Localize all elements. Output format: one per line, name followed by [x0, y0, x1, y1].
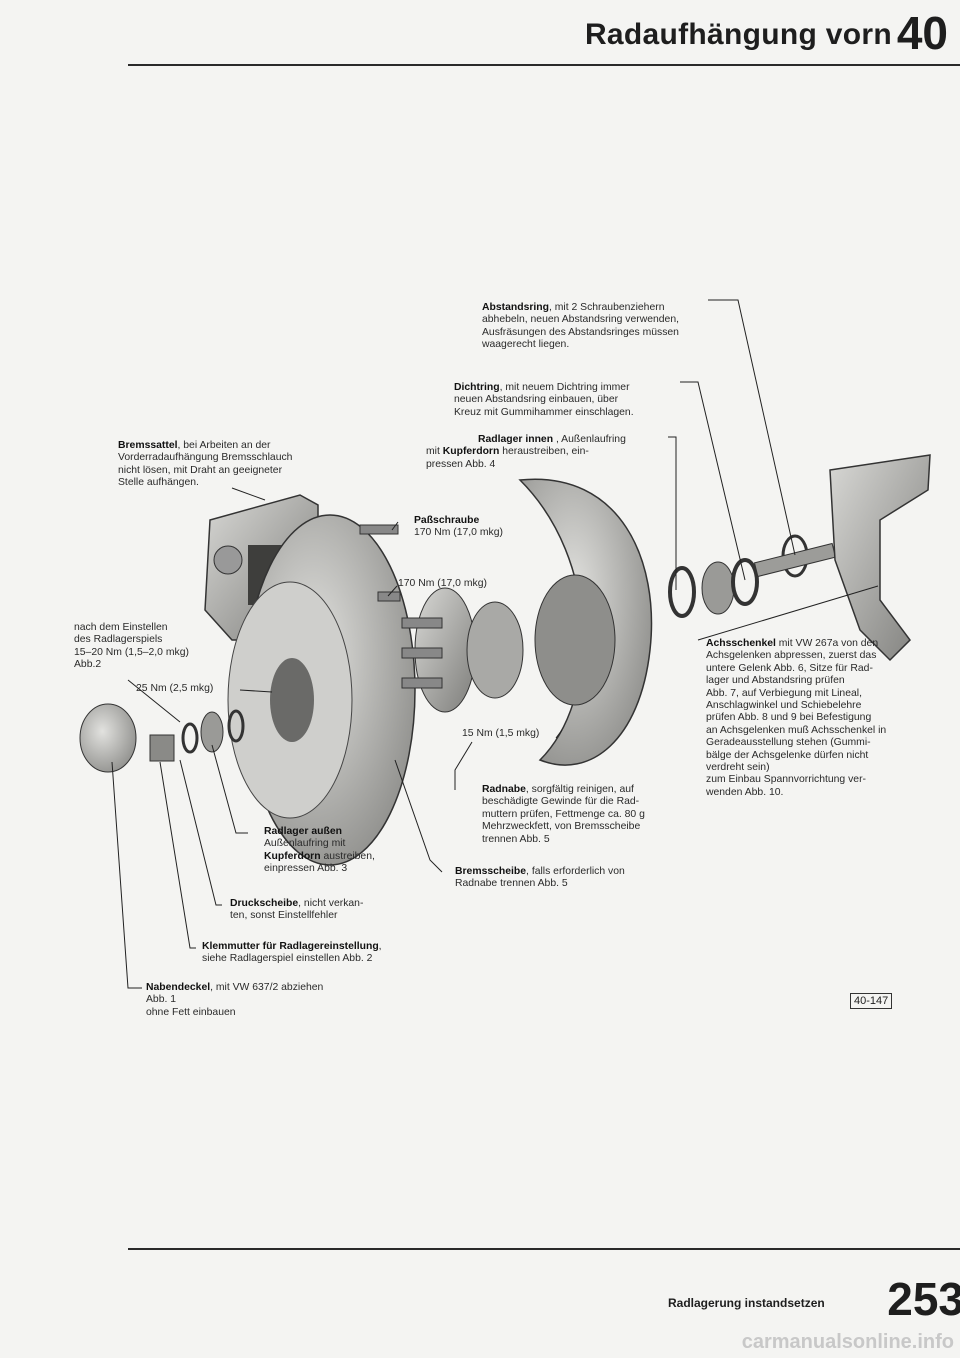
torque-25: 25 Nm (2,5 mkg) [136, 683, 214, 694]
caption-klemmutter: Klemmutter für Radlagereinstellung, sieh… [202, 941, 382, 965]
caption-radlager-innen: Radlager innen , Außenlaufring mit Kupfe… [426, 434, 626, 470]
figure-id: 40-147 [850, 993, 893, 1009]
wheel-hub [401, 587, 524, 713]
backing-plate [518, 478, 653, 766]
caption-achsschenkel: Achsschenkel mit VW 267a von den Achsgel… [706, 638, 887, 798]
torque-15: 15 Nm (1,5 mkg) [462, 728, 540, 739]
caption-radnabe: Radnabe, sorgfältig reinigen, auf beschä… [482, 784, 645, 845]
caption-radlager-aussen: Radlager außen Außenlaufring mit Kupferd… [264, 826, 375, 875]
leader-lines [111, 299, 879, 989]
caption-nabendeckel: Nabendeckel, mit VW 637/2 abziehen Abb. … [146, 982, 324, 1018]
page-title: Radaufhängung vorn [584, 18, 892, 51]
header-rule [128, 64, 960, 66]
caption-bremssattel: Bremssattel, bei Arbeiten an der Vorderr… [118, 440, 293, 489]
watermark: carmanualsonline.info [741, 1331, 954, 1353]
caption-abstandsring: Abstandsring, mit 2 Schraubenziehern abh… [482, 302, 679, 351]
caption-dichtring: Dichtring, mit neuem Dichtring immer neu… [454, 382, 634, 418]
brake-disc [227, 514, 416, 866]
caption-radlagerspiel: nach dem Einstellen des Radlagerspiels 1… [74, 622, 189, 671]
bearing-set-inner [668, 534, 809, 618]
caption-bremsscheibe: Bremsscheibe, falls erforderlich von Rad… [455, 866, 625, 890]
caption-druckscheibe: Druckscheibe, nicht verkan- ten, sonst E… [230, 898, 364, 922]
footer-rule [128, 1248, 960, 1250]
caption-passschraube: Paßschraube 170 Nm (17,0 mkg) [414, 515, 503, 539]
section-number: 40 [896, 7, 948, 59]
footer-chapter: Radlagerung instandsetzen [668, 1296, 825, 1310]
steering-knuckle [753, 454, 931, 662]
torque-hub-bolt: 170 Nm (17,0 mkg) [398, 578, 487, 589]
page-number: 253 [887, 1273, 960, 1325]
bearing-set-outer [79, 524, 401, 773]
